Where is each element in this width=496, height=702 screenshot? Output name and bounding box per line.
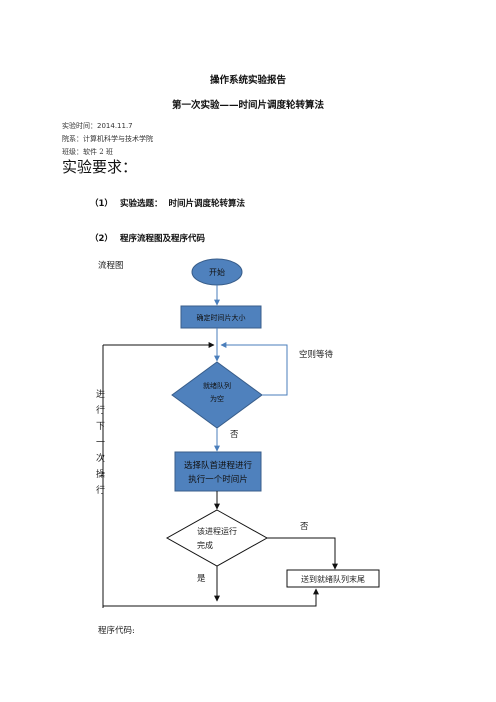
report-subtitle: 第一次实验——时间片调度轮转算法: [171, 100, 324, 111]
loop-bottom-line: [103, 588, 319, 607]
section-heading: 实验要求：: [62, 158, 138, 176]
requirement-item-2: （2） 程序流程图及程序代码: [90, 232, 205, 244]
done-text-1: 该进程运行: [197, 526, 237, 536]
report-title: 操作系统实验报告: [209, 75, 286, 86]
to-tail-box: [286, 569, 380, 588]
process-done-diamond: [165, 509, 269, 567]
experiment-time-value: 2014.11.7: [97, 122, 133, 130]
loop-char-7: 行: [96, 484, 105, 496]
yes-label: 是: [197, 574, 206, 584]
loop-char-2: 行: [96, 404, 105, 416]
queue-empty-text-2: 为空: [210, 394, 224, 403]
select-process-box: [174, 451, 262, 492]
select-text-2: 执行一个时间片: [188, 474, 248, 485]
set-slice-box: [180, 305, 262, 329]
queue-empty-text-1: 就绪队列: [203, 381, 231, 390]
loop-char-5: 次: [96, 452, 105, 464]
loop-char-6: 操: [96, 468, 105, 480]
loop-char-3: 下: [96, 422, 105, 432]
flowchart-label: 流程图: [98, 261, 124, 271]
experiment-time-label: 实验时间：: [62, 122, 97, 130]
item-value: 时间片调度轮转算法: [168, 199, 245, 209]
select-text-1: 选择队首进程进行: [184, 460, 253, 471]
to-tail-text: 送到就绪队列末尾: [301, 574, 365, 584]
wait-loop-line: [220, 342, 288, 396]
empty-wait-label: 空则等待: [299, 349, 334, 360]
loop-char-4: 一: [96, 438, 105, 448]
no2-label: 否: [300, 522, 309, 532]
class-info: 班级：软件 2 班: [62, 148, 113, 156]
set-slice-text: 确定时间片大小: [197, 313, 246, 322]
start-text: 开始: [209, 267, 225, 277]
loop-char-1: 进: [96, 389, 105, 400]
arrow-done-no: [267, 537, 338, 570]
done-text-2: 完成: [197, 540, 213, 550]
code-label: 程序代码:: [98, 626, 135, 636]
requirement-item-1: （1） 实验选题： 时间片调度轮转算法: [90, 197, 245, 209]
item-number: （2）: [90, 234, 113, 244]
experiment-time: 实验时间：2014.11.7: [62, 121, 133, 131]
item-number: （1）: [90, 199, 113, 209]
no-label: 否: [230, 430, 239, 440]
item-label: 程序流程图及程序代码: [120, 234, 206, 244]
department: 院系：计算机科学与技术学院: [62, 135, 153, 143]
item-label: 实验选题：: [120, 199, 163, 209]
